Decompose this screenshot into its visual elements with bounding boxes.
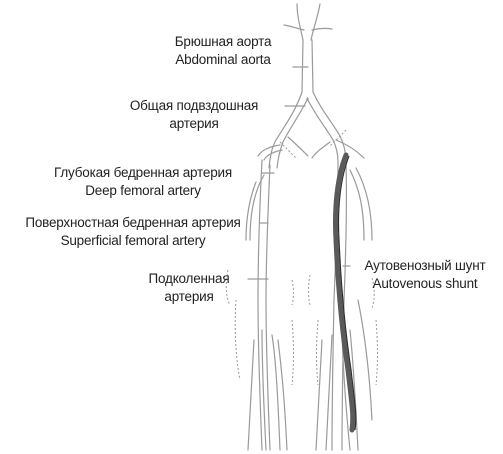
right-iliac-small-branch [312, 142, 330, 158]
label-superficial-femoral: Поверхностная бедренная артерия Superfic… [2, 214, 264, 250]
popliteal-line1: Подколенная [130, 270, 248, 288]
common-iliac-line1: Общая подвздошная [105, 97, 283, 115]
aorta-top-branch [311, 4, 320, 40]
left-femoral-outer [258, 160, 262, 450]
autovenous-shunt-en: Autovenous shunt [350, 275, 500, 293]
left-lower-branch [272, 335, 280, 450]
common-iliac-line2: артерия [105, 115, 283, 133]
knee-marking [376, 320, 378, 385]
aorta-top-branch [297, 4, 303, 40]
right-internal-iliac [336, 140, 364, 158]
right-lower-branch [358, 300, 372, 420]
deep-femoral-en: Deep femoral artery [12, 182, 274, 200]
label-common-iliac: Общая подвздошная артерия [105, 97, 283, 133]
label-autovenous-shunt: Аутовенозный шунт Autovenous shunt [350, 257, 500, 293]
knee-marking [317, 320, 319, 385]
knee-marking [309, 275, 311, 305]
aorta-top-branch [284, 25, 304, 30]
label-abdominal-aorta: Брюшная аорта Abdominal aorta [150, 33, 296, 69]
left-iliac-small-branch [288, 137, 308, 156]
left-femoral-inner [266, 165, 270, 450]
abdominal-aorta-right-wall [312, 40, 313, 92]
autovenous-shunt-ru: Аутовенозный шунт [350, 257, 500, 275]
left-lower-branch [262, 330, 266, 450]
aortic-bifurcation [307, 98, 308, 100]
abdominal-aorta-en: Abdominal aorta [150, 51, 296, 69]
aorta-top-branch [312, 28, 332, 30]
label-popliteal: Подколенная артерия [130, 270, 248, 306]
knee-marking [292, 320, 294, 385]
abdominal-aorta-ru: Брюшная аорта [150, 33, 296, 51]
knee-marking [235, 300, 240, 380]
abdominal-aorta-left-wall [302, 40, 303, 92]
right-lower-branch [326, 335, 332, 450]
popliteal-line2: артерия [130, 288, 248, 306]
superficial-femoral-en: Superficial femoral artery [2, 232, 264, 250]
superficial-femoral-ru: Поверхностная бедренная артерия [2, 214, 264, 232]
deep-femoral-ru: Глубокая бедренная артерия [12, 164, 274, 182]
label-deep-femoral: Глубокая бедренная артерия Deep femoral … [12, 164, 274, 200]
left-lower-branch [248, 340, 254, 450]
knee-marking [292, 280, 294, 305]
